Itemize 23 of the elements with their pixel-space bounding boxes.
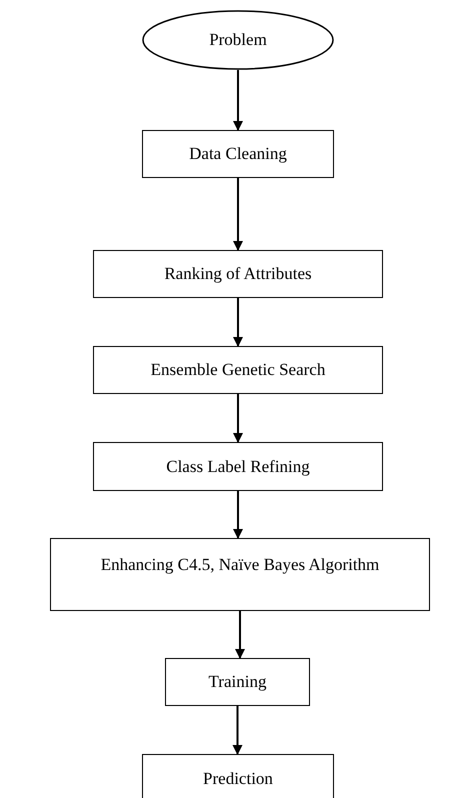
process-box	[93, 442, 383, 491]
step-label: Training	[208, 672, 266, 692]
step-label: Problem	[209, 30, 267, 50]
arrow	[233, 298, 243, 347]
process-box	[142, 130, 334, 178]
arrow	[233, 491, 243, 539]
step-label: Enhancing C4.5, Naïve Bayes Algorithm	[100, 555, 380, 575]
step-label: Data Cleaning	[189, 144, 287, 164]
arrow	[233, 394, 243, 443]
step-label: Prediction	[203, 769, 273, 789]
process-box	[50, 538, 430, 611]
step-label: Class Label Refining	[166, 456, 310, 476]
step-label: Ensemble Genetic Search	[150, 360, 326, 380]
arrow	[235, 611, 245, 659]
process-box	[165, 658, 310, 706]
arrow	[233, 178, 243, 251]
process-box	[93, 346, 383, 394]
process-box	[93, 250, 383, 298]
process-box	[142, 754, 334, 798]
step-label: Ranking of Attributes	[164, 264, 312, 284]
arrow	[233, 70, 243, 131]
start-ellipse	[142, 10, 334, 70]
arrow	[232, 706, 242, 755]
